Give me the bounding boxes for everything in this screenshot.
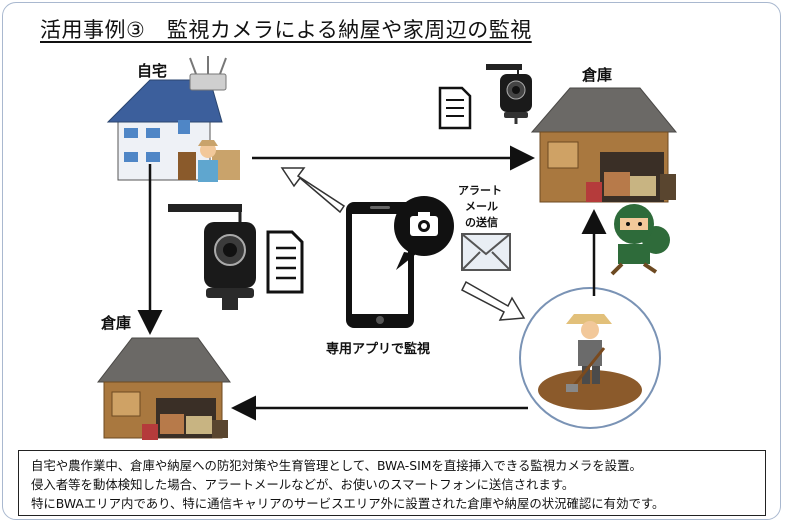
camera-icon-top [486,64,532,124]
description-line-1: 自宅や農作業中、倉庫や納屋への防犯対策や生育管理として、BWA-SIMを直接挿入… [31,458,642,473]
home-label: 自宅 [137,62,168,80]
home-icon [106,56,240,182]
camera-icon-middle [168,204,256,310]
alert-label-line2: メール [465,200,498,213]
warehouse-left-label: 倉庫 [101,314,132,332]
warehouse-right-label: 倉庫 [582,66,613,84]
description-box: 自宅や農作業中、倉庫や納屋への防犯対策や生育管理として、BWA-SIMを直接挿入… [18,450,766,516]
document-icon-top [438,86,472,130]
warehouse-left-icon [96,337,231,440]
page-title: 活用事例③ 監視カメラによる納屋や家周辺の監視 [40,18,532,42]
description-line-2: 侵入者等を動体検知した場合、アラートメールなどが、お使いのスマートフォンに送信さ… [31,477,575,492]
document-icon-middle [266,230,304,294]
camera-app-icon [394,196,454,270]
hollow-arrow-to-home [280,167,346,214]
mail-icon [461,233,511,271]
alert-label-line1: アラート [458,184,502,197]
farmer-field-icon [519,287,661,429]
hollow-arrow-to-farmer [461,280,526,321]
thief-icon [610,204,670,276]
description-line-3: 特にBWAエリア内であり、特に通信キャリアのサービスエリア外に設置された倉庫や納… [31,496,665,511]
app-caption: 専用アプリで監視 [326,342,431,357]
alert-label-line3: の送信 [465,216,498,229]
warehouse-right-icon [530,87,678,203]
